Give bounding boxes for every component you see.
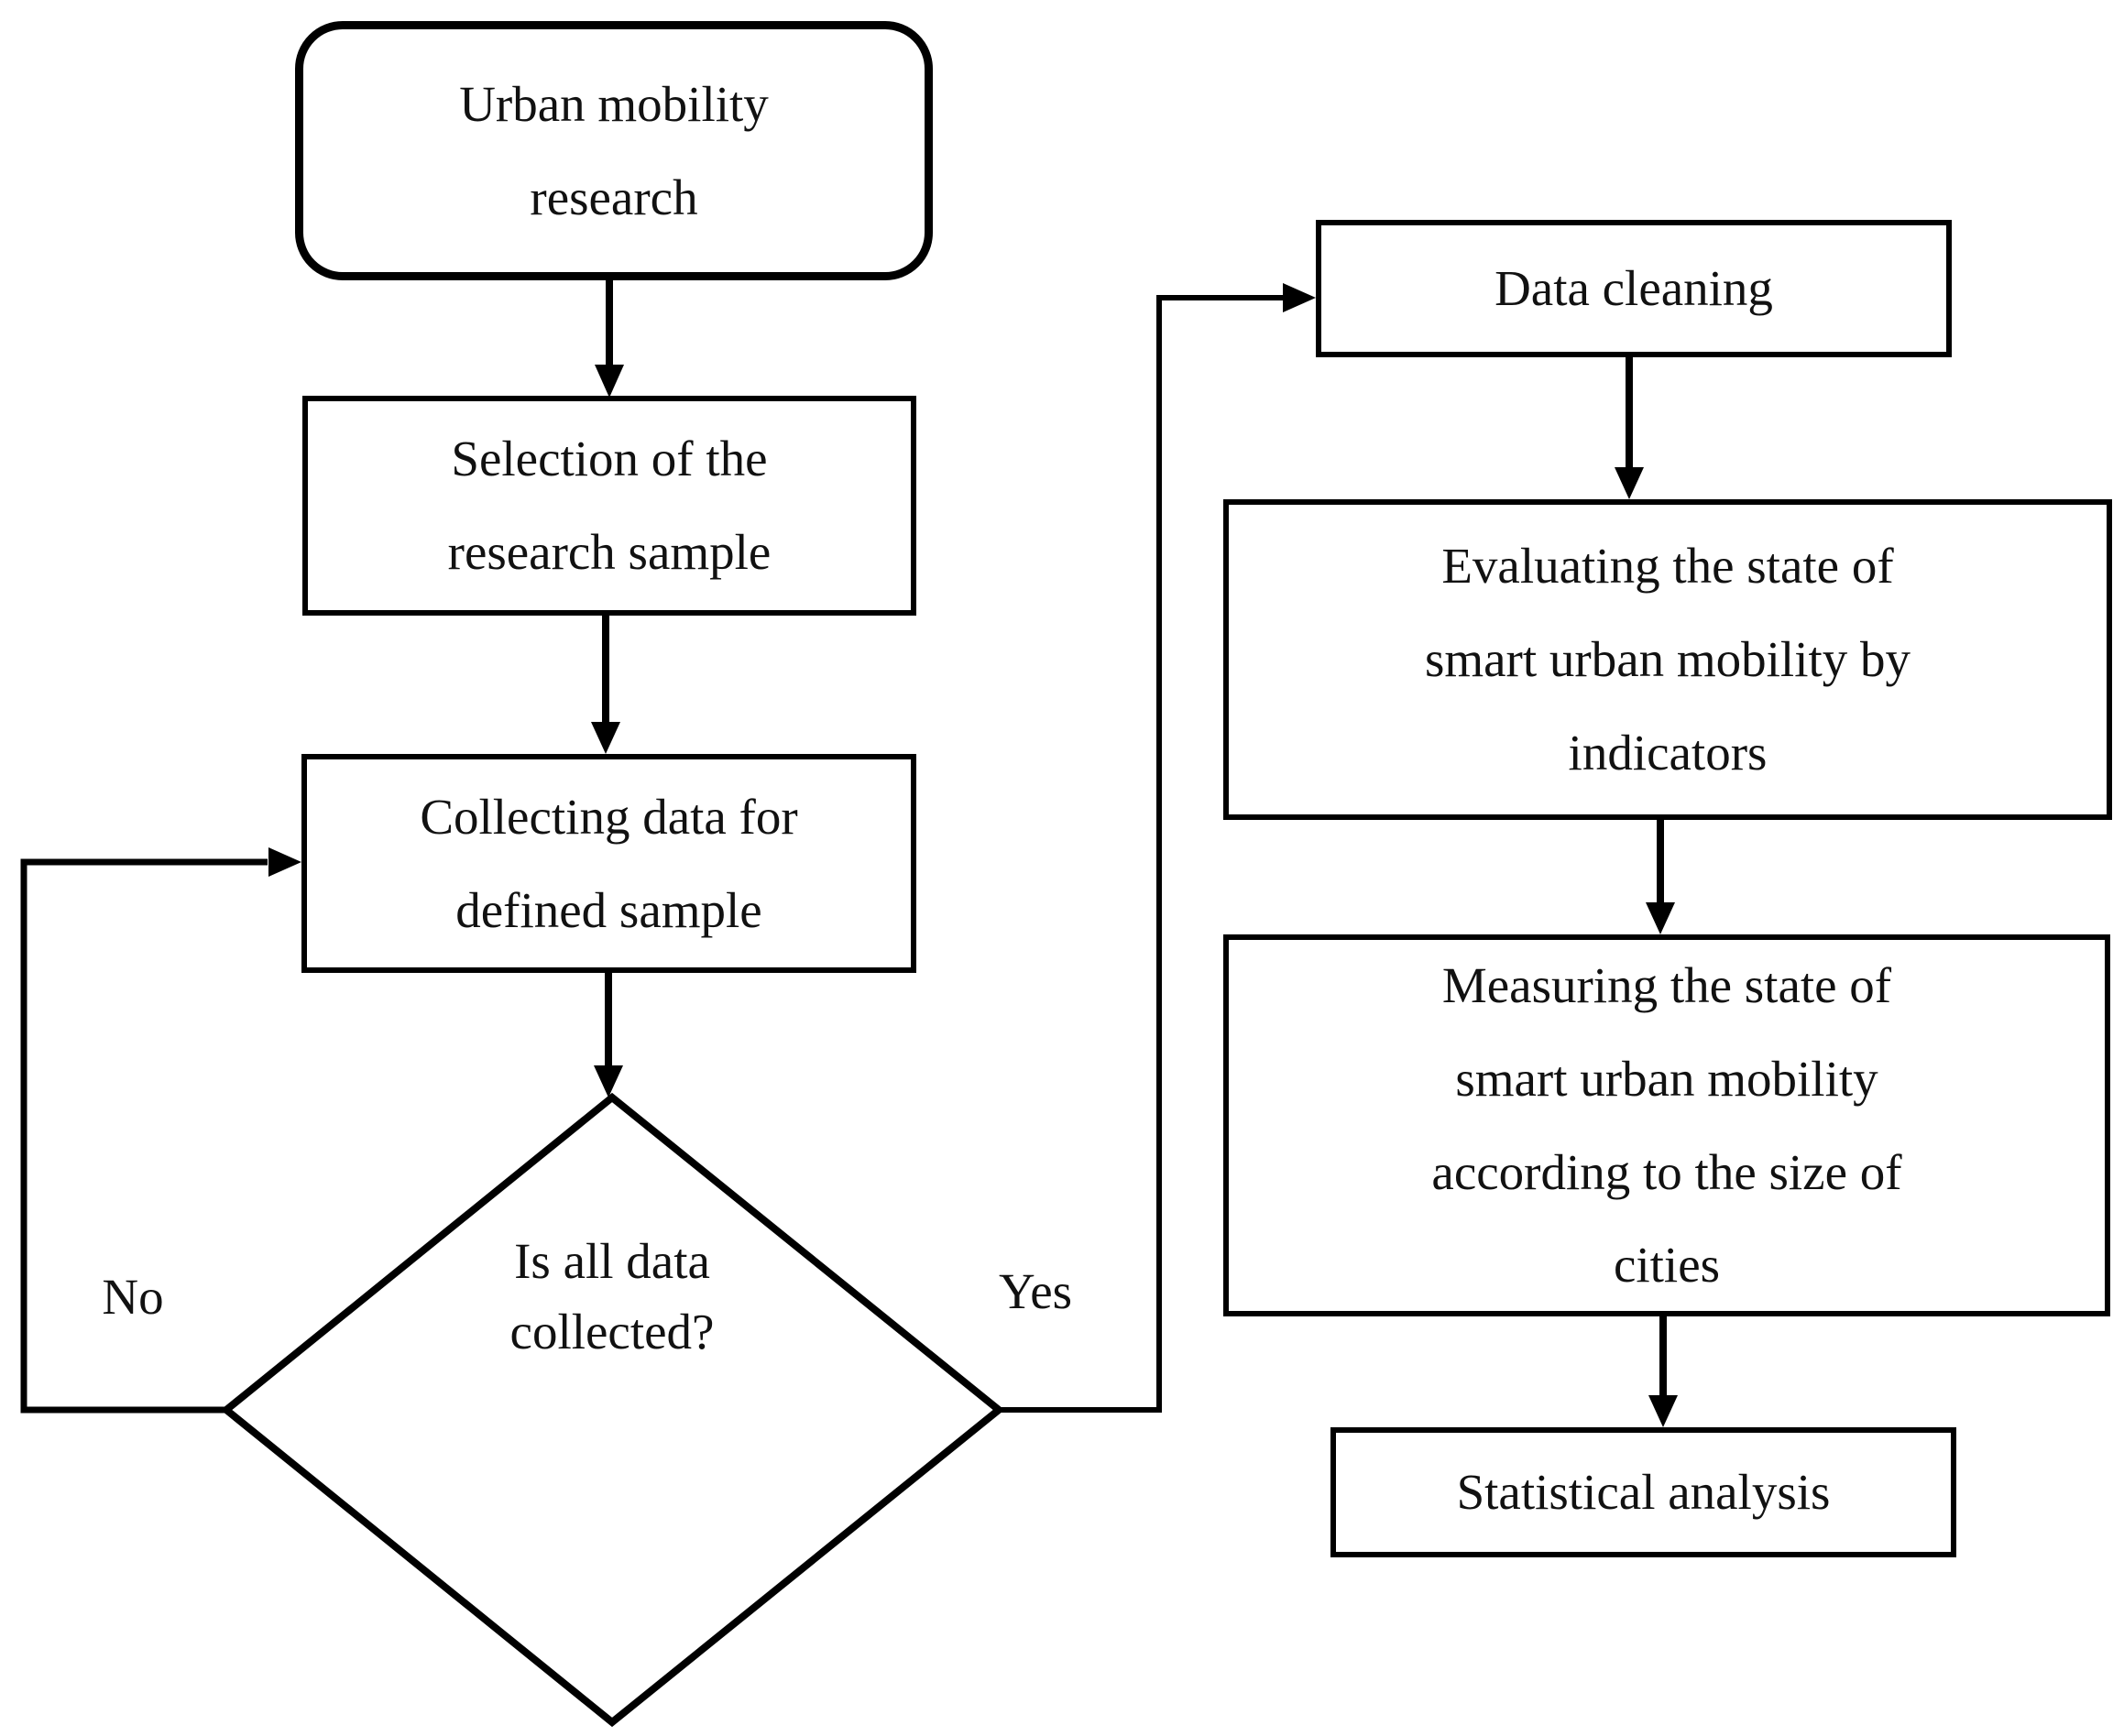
arrowhead-down-icon [591, 722, 620, 754]
arrowhead-down-icon [1615, 467, 1644, 499]
node-statistical-analysis: Statistical analysis [1330, 1427, 1956, 1557]
yes-connector [999, 283, 1316, 1413]
node-label: Selection of the research sample [447, 431, 772, 580]
node-label: Statistical analysis [1456, 1464, 1831, 1521]
node-urban-mobility-research: Urban mobility research [295, 21, 933, 280]
node-label: Urban mobility research [459, 75, 769, 225]
node-data-cleaning: Data cleaning [1316, 220, 1952, 357]
node-label: Collecting data for defined sample [420, 788, 798, 938]
arrow-cleaning-to-evaluating [1615, 355, 1644, 499]
arrow-evaluating-to-measuring [1646, 818, 1675, 934]
arrowhead-down-icon [1648, 1395, 1678, 1427]
arrowhead-down-icon [594, 1065, 623, 1097]
node-evaluating-state: Evaluating the state of smart urban mobi… [1223, 499, 2112, 820]
no-loop-connector [20, 847, 301, 1414]
node-label: Evaluating the state of smart urban mobi… [1424, 538, 1911, 781]
arrowhead-right-icon [1283, 283, 1316, 312]
arrowhead-down-icon [1646, 902, 1675, 934]
node-measuring-state: Measuring the state of smart urban mobil… [1223, 934, 2110, 1316]
node-selection-of-research-sample: Selection of the research sample [302, 396, 916, 616]
node-collecting-data: Collecting data for defined sample [301, 754, 916, 973]
arrow-measuring-to-statistical [1648, 1315, 1678, 1427]
yes-branch-label: Yes [998, 1263, 1073, 1319]
arrow-start-to-selection [595, 278, 624, 398]
arrowhead-down-icon [595, 365, 624, 398]
node-decision-is-all-data-collected: Is all data collected? [365, 1218, 859, 1374]
arrow-selection-to-collecting [591, 614, 620, 754]
decision-diamond-shape [220, 1092, 1005, 1728]
node-label: Is all data collected? [509, 1233, 715, 1359]
arrowhead-right-icon [268, 847, 301, 877]
node-label: Measuring the state of smart urban mobil… [1431, 957, 1902, 1294]
no-branch-label: No [102, 1269, 164, 1325]
node-label: Data cleaning [1494, 260, 1773, 317]
arrow-collecting-to-decision [594, 971, 623, 1097]
